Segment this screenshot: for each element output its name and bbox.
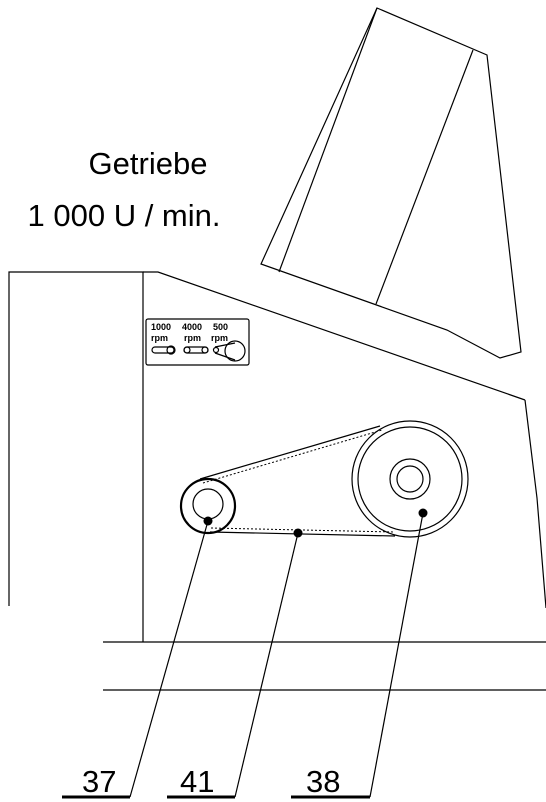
spindle-pulley <box>351 420 469 538</box>
belt-drive <box>179 420 469 538</box>
belt-position-icon-4000 <box>183 346 209 354</box>
belt-position-icon-1000 <box>151 345 176 355</box>
speed-selector-plate: 1000 rpm 4000 rpm 500 rpm <box>145 318 250 366</box>
speed-value-500: 500 <box>213 322 228 332</box>
callout-label-41: 41 <box>180 764 214 799</box>
callout-label-37: 37 <box>82 764 116 799</box>
belt-position-icon-500 <box>212 340 246 362</box>
speed-unit-1000: rpm <box>151 333 168 343</box>
callout-label-38: 38 <box>306 764 340 799</box>
gearbox-speed: 1 000 U / min. <box>28 198 221 233</box>
speed-unit-4000: rpm <box>184 333 201 343</box>
speed-value-1000: 1000 <box>151 322 171 332</box>
callout-leaders <box>62 508 428 799</box>
drive-belt <box>199 425 396 537</box>
top-cover <box>260 7 522 359</box>
speed-unit-500: rpm <box>211 333 228 343</box>
speed-value-4000: 4000 <box>182 322 202 332</box>
machine-housing <box>8 271 546 691</box>
gearbox-title: Getriebe <box>89 146 208 181</box>
